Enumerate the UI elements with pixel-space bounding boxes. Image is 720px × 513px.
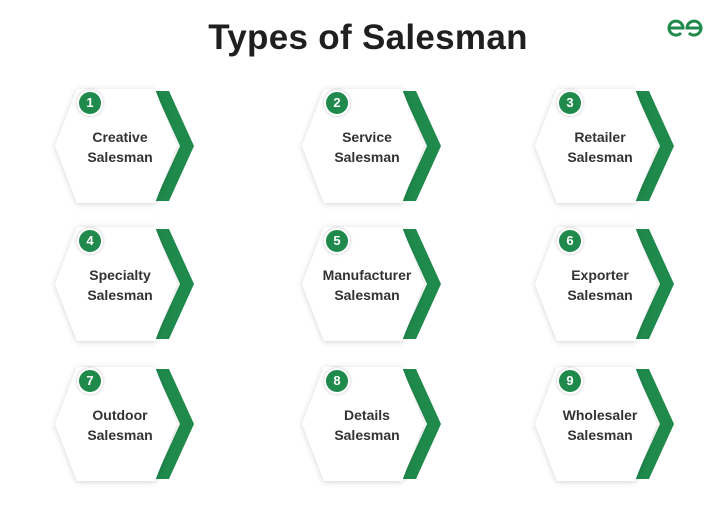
label-line-1: Wholesaler xyxy=(562,407,638,423)
number-badge: 7 xyxy=(77,368,103,394)
gfg-logo-icon xyxy=(667,19,703,37)
label-line-1: Manufacturer xyxy=(322,267,412,283)
number-badge: 8 xyxy=(324,368,350,394)
hexagon xyxy=(55,367,177,481)
label-line-1: Specialty xyxy=(89,267,151,283)
hexagon xyxy=(55,89,177,203)
label-line-1: Outdoor xyxy=(92,407,148,423)
label-line-1: Exporter xyxy=(571,267,629,283)
label-line-2: Salesman xyxy=(567,287,633,303)
hexagon xyxy=(535,367,657,481)
label-line-1: Creative xyxy=(92,129,148,145)
label-line-2: Salesman xyxy=(87,149,153,165)
hexagon xyxy=(535,89,657,203)
hexagon-chevron-shape xyxy=(55,89,194,203)
label-line-2: Salesman xyxy=(87,287,153,303)
chevron-icon xyxy=(635,369,674,479)
chevron-icon xyxy=(155,369,194,479)
label-line-1: Retailer xyxy=(574,129,626,145)
label-line-2: Salesman xyxy=(87,427,153,443)
hexagon xyxy=(302,367,424,481)
hexagon-chevron-shape xyxy=(302,367,441,481)
hexagon xyxy=(535,227,657,341)
chevron-icon xyxy=(402,369,441,479)
label-line-2: Salesman xyxy=(334,287,400,303)
number-badge: 5 xyxy=(324,228,350,254)
number-badge: 6 xyxy=(557,228,583,254)
hexagon-chevron-shape xyxy=(535,227,674,341)
chevron-icon xyxy=(402,91,441,201)
label-line-1: Details xyxy=(344,407,390,423)
number-badge: 3 xyxy=(557,90,583,116)
hexagon-chevron-shape xyxy=(55,227,194,341)
hexagon-chevron-shape xyxy=(302,89,441,203)
number-badge: 1 xyxy=(77,90,103,116)
chevron-icon xyxy=(155,229,194,339)
label-line-2: Salesman xyxy=(334,149,400,165)
chevron-icon xyxy=(635,229,674,339)
hexagon xyxy=(55,227,177,341)
chevron-icon xyxy=(402,229,441,339)
hexagon-chevron-shape xyxy=(535,89,674,203)
hexagon-chevron-shape xyxy=(535,367,674,481)
number-badge: 4 xyxy=(77,228,103,254)
label-line-2: Salesman xyxy=(334,427,400,443)
hexagon xyxy=(302,89,424,203)
chevron-icon xyxy=(155,91,194,201)
label-line-1: Service xyxy=(342,129,392,145)
hexagon xyxy=(302,227,424,341)
hexagon-chevron-shape xyxy=(55,367,194,481)
label-line-2: Salesman xyxy=(567,149,633,165)
chevron-icon xyxy=(635,91,674,201)
number-badge: 9 xyxy=(557,368,583,394)
page-title: Types of Salesman xyxy=(208,18,528,57)
hexagon-chevron-shape xyxy=(302,227,441,341)
number-badge: 2 xyxy=(324,90,350,116)
label-line-2: Salesman xyxy=(567,427,633,443)
